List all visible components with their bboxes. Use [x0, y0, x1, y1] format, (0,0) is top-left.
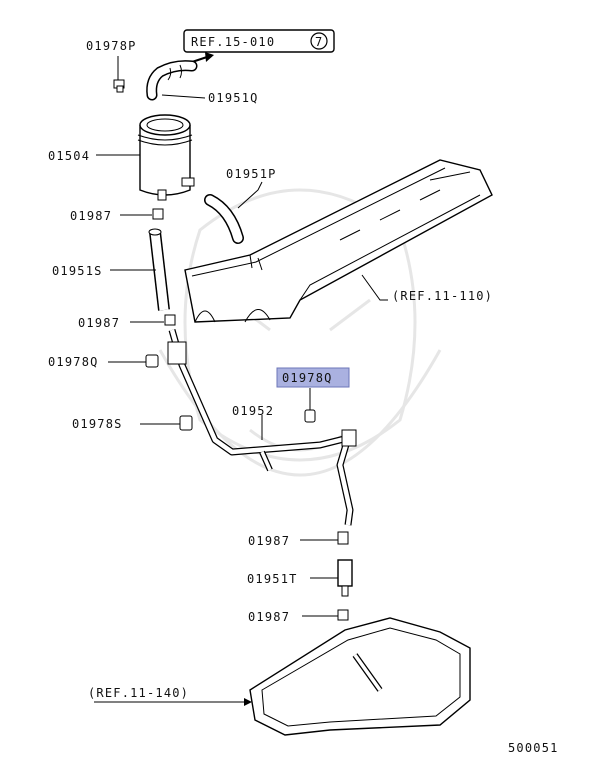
pipe-01952[interactable] — [167, 329, 357, 526]
label-01987-third[interactable]: 01987 — [248, 534, 290, 548]
hose-01951p[interactable] — [204, 194, 244, 244]
highlight-box — [276, 367, 350, 388]
label-01951s[interactable]: 01951S — [52, 264, 103, 278]
label-01978s[interactable]: 01978S — [72, 417, 123, 431]
clamp-01978q-right[interactable] — [304, 409, 316, 423]
ref-15-010-circle-number: 7 — [315, 35, 323, 49]
label-01978q-left[interactable]: 01978Q — [48, 355, 99, 369]
label-01504[interactable]: 01504 — [48, 149, 90, 163]
clamp-01987-second[interactable] — [164, 314, 176, 326]
ref-11-110-label[interactable]: (REF.11-110) — [392, 289, 493, 303]
clamp-01978s[interactable] — [179, 415, 193, 431]
hose-01951s[interactable] — [148, 228, 170, 311]
label-01987-lower[interactable]: 01987 — [248, 610, 290, 624]
highlight-label-text: 01978Q — [282, 371, 333, 385]
clamp-01978q-left[interactable] — [145, 354, 159, 368]
label-01978p[interactable]: 01978P — [86, 39, 137, 53]
label-01987-upper[interactable]: 01987 — [70, 209, 112, 223]
ref-15-010-label: REF.15-010 — [191, 35, 275, 49]
hose-01951t[interactable] — [337, 559, 353, 597]
ref-11-140-label[interactable]: (REF.11-140) — [88, 686, 189, 700]
oil-pan[interactable] — [249, 617, 471, 736]
label-01951q[interactable]: 01951Q — [208, 91, 259, 105]
clamp-01987-lower[interactable] — [337, 609, 349, 621]
label-01978q-highlighted[interactable]: 01978Q — [276, 367, 350, 388]
diagram-number: 500051 — [508, 741, 559, 755]
label-01987-second[interactable]: 01987 — [78, 316, 120, 330]
label-01952[interactable]: 01952 — [232, 404, 274, 418]
clamp-01987-upper[interactable] — [152, 208, 164, 220]
canister-01504[interactable] — [137, 114, 195, 201]
label-01951p[interactable]: 01951P — [226, 167, 277, 181]
label-01951t[interactable]: 01951T — [247, 572, 298, 586]
valve-cover[interactable] — [184, 159, 493, 323]
hose-01951q[interactable] — [146, 60, 198, 101]
clamp-01987-third[interactable] — [337, 531, 349, 545]
clamp-01978p[interactable] — [113, 79, 125, 93]
ref-15-010-callout[interactable]: REF.15-010 7 — [183, 29, 335, 63]
